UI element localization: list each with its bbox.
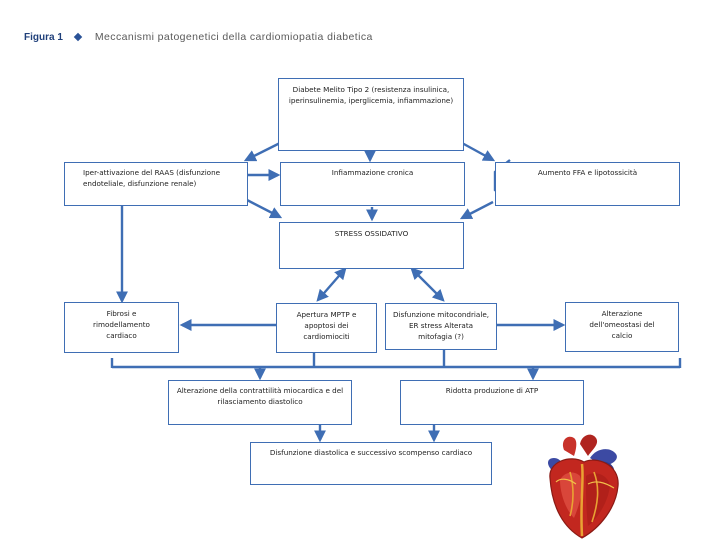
node-ffa: Aumento FFA e lipotossicità	[495, 162, 680, 206]
figure-header: Figura 1 Meccanismi patogenetici della c…	[24, 29, 373, 45]
arrow-diabete-raas	[243, 141, 281, 162]
node-diabete: Diabete Melito Tipo 2 (resistenza insuli…	[278, 78, 464, 151]
node-contrattilita: Alterazione della contrattilità miocardi…	[168, 380, 352, 425]
node-calcio: Alterazione dell'omeostasi del calcio	[565, 302, 679, 352]
node-atp: Ridotta produzione di ATP	[400, 380, 584, 425]
arrow-diabete-ffa	[461, 141, 496, 162]
node-stress-ossidativo: STRESS OSSIDATIVO	[279, 222, 464, 269]
arrow-raas-stress	[246, 198, 283, 219]
node-scompenso: Disfunzione diastolica e successivo scom…	[250, 442, 492, 485]
node-inflammazione: Infiammazione cronica	[280, 162, 465, 206]
figure-label: Figura 1	[24, 31, 63, 43]
arrow-ffa-stress	[459, 200, 494, 220]
heart-icon	[548, 434, 619, 539]
arrow-stress-mito	[410, 267, 445, 302]
node-mptp: Apertura MPTP e apoptosi dei cardiomioci…	[276, 303, 377, 353]
node-mito: Disfunzione mitocondriale, ER stress Alt…	[385, 303, 497, 350]
arrow-stress-mptp	[316, 267, 347, 302]
figure-title: Meccanismi patogenetici della cardiomiop…	[94, 31, 373, 43]
node-fibrosi: Fibrosi e rimodellamento cardiaco	[64, 302, 179, 353]
node-raas: Iper-attivazione del RAAS (disfunzione e…	[64, 162, 248, 206]
